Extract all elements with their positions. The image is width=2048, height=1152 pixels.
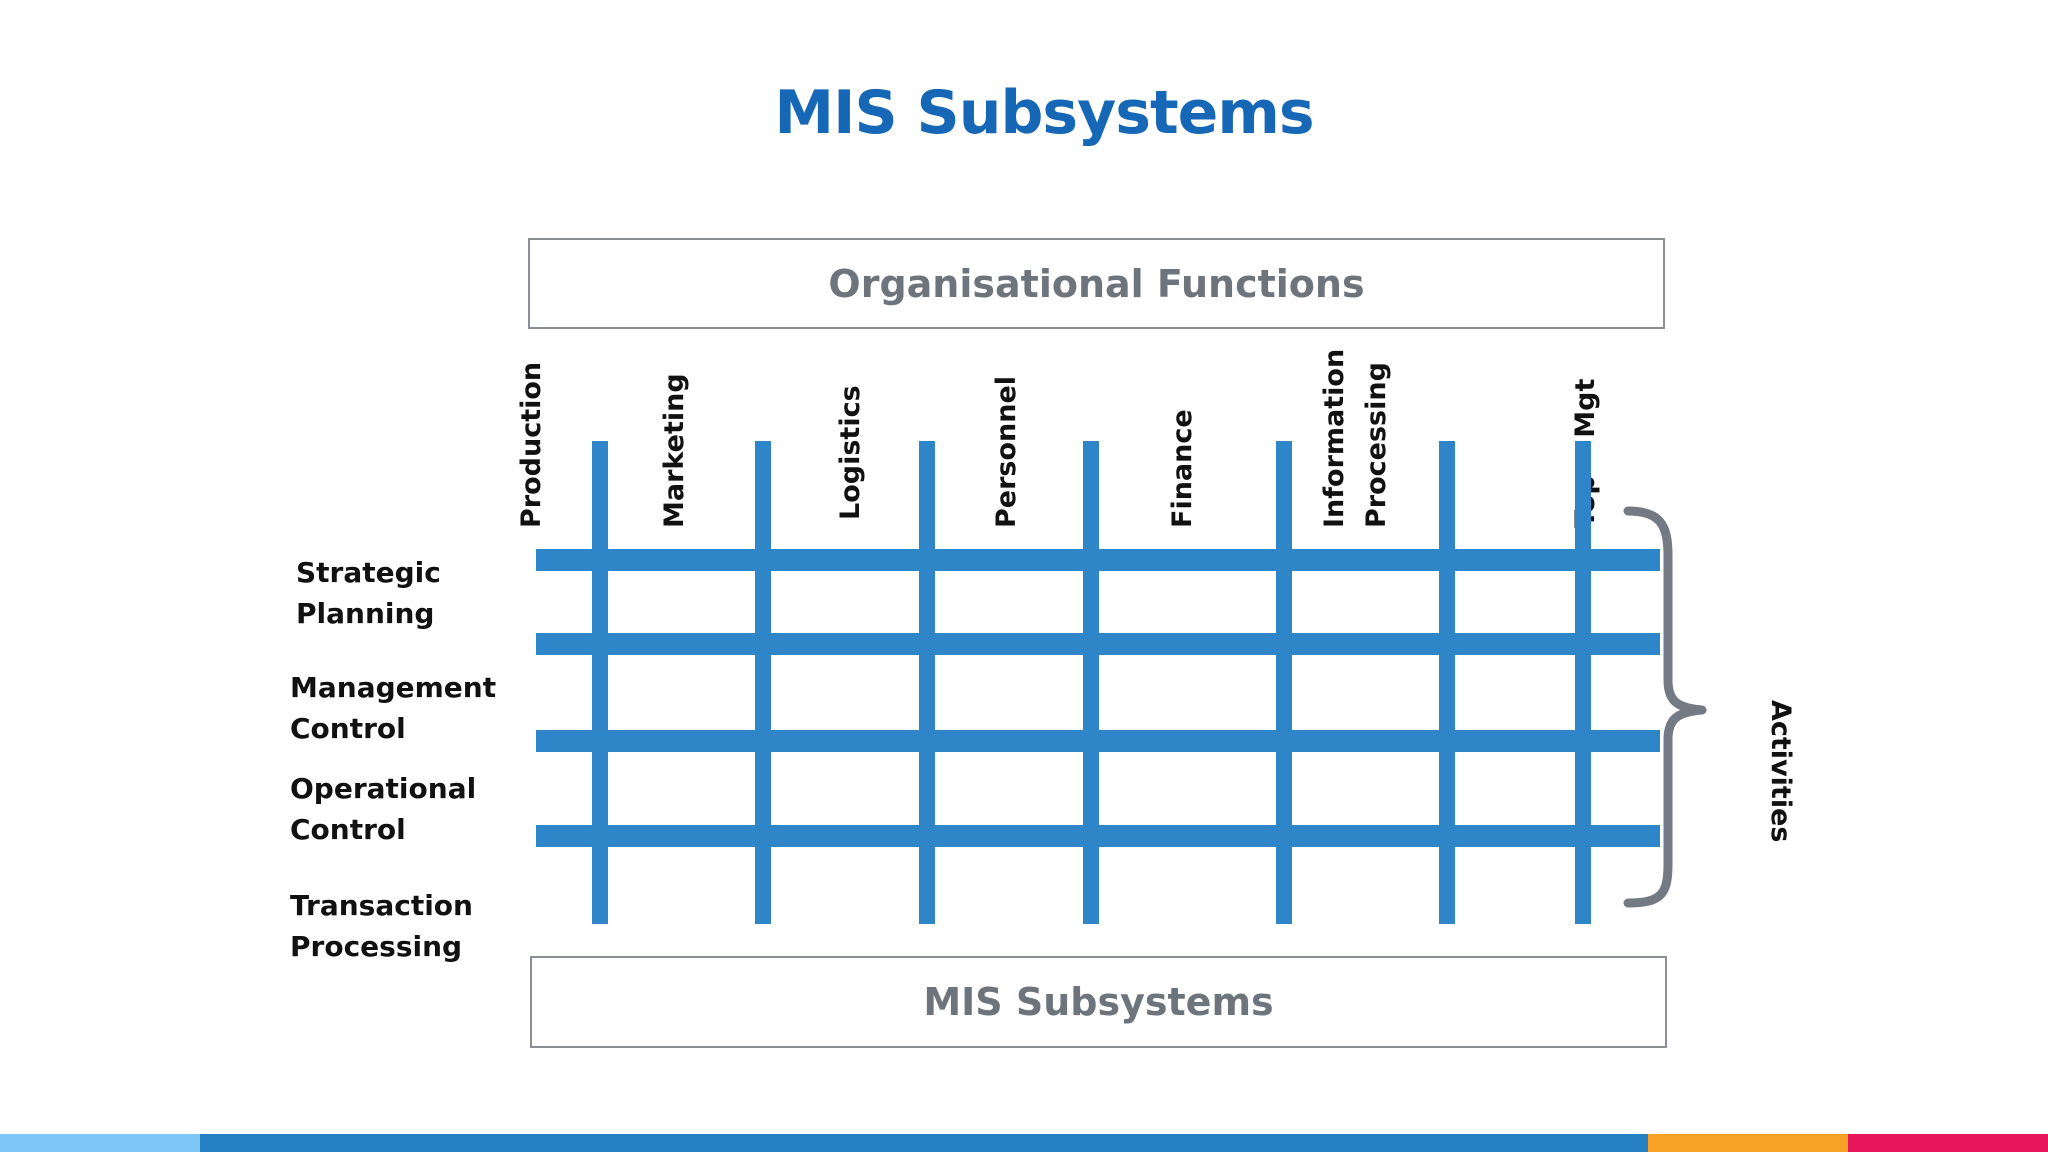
organisational-functions-box: Organisational Functions: [528, 238, 1665, 329]
footer-segment-pink: [1848, 1134, 2048, 1152]
footer-segment-light-blue: [0, 1134, 200, 1152]
activity-label-strategic-planning: Strategic Planning: [296, 556, 441, 630]
organisational-functions-label: Organisational Functions: [828, 261, 1365, 306]
activity-label-management-control: Management Control: [290, 671, 497, 745]
grid-column-bar: [592, 441, 608, 924]
grid-column-bar: [1439, 441, 1455, 924]
grid-column-bar: [755, 441, 771, 924]
activity-label-transaction-processing: Transaction Processing: [290, 889, 473, 963]
activity-label-operational-control: Operational Control: [290, 772, 477, 846]
brace-icon: [1623, 506, 1707, 908]
footer-color-bar: [0, 1134, 2048, 1152]
mis-subsystems-label: MIS Subsystems: [923, 980, 1274, 1024]
activities-label: Activities: [1765, 700, 1796, 843]
grid-column-bar: [1083, 441, 1099, 924]
mis-subsystems-box: MIS Subsystems: [530, 956, 1667, 1048]
footer-segment-orange: [1648, 1134, 1848, 1152]
grid-column-bar: [1575, 441, 1591, 924]
footer-segment-blue: [200, 1134, 1648, 1152]
grid-column-bar: [919, 441, 935, 924]
page-title: MIS Subsystems: [774, 78, 1314, 148]
grid-column-bar: [1276, 441, 1292, 924]
